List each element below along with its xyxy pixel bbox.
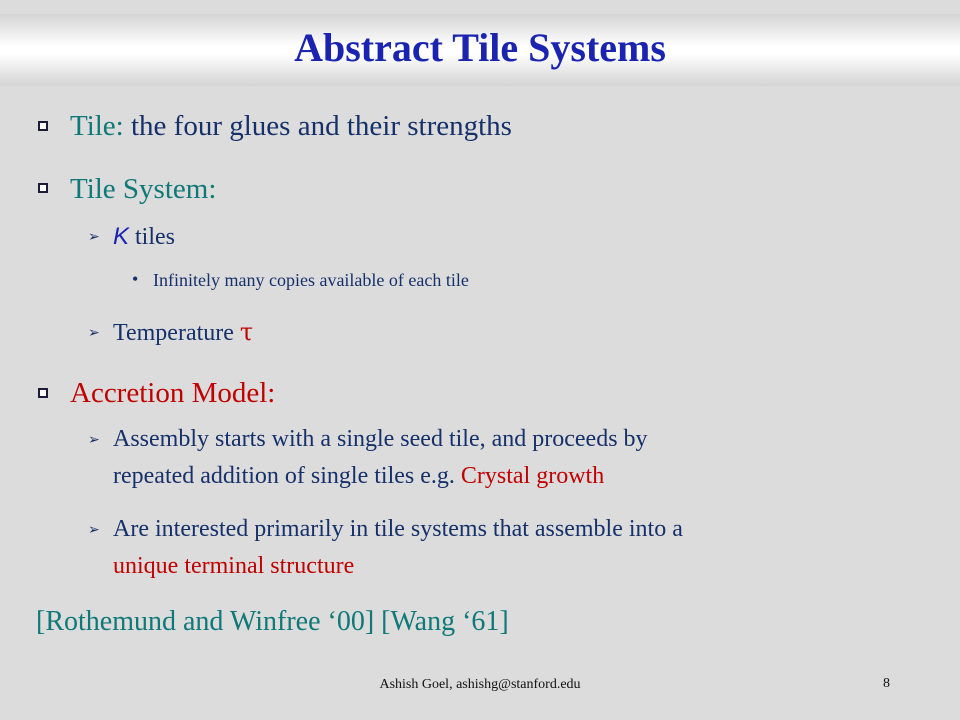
assembly-line-2-prefix: repeated addition of single tiles e.g. [113,463,455,489]
subbullet-assembly: Assembly starts with a single seed tile,… [113,421,903,495]
bullet-tile: Tile: the four glues and their strengths [70,108,512,144]
arrow-bullet-icon: ➢ [88,523,100,538]
square-bullet-icon [38,121,48,131]
crystal-growth-highlight: Crystal growth [460,463,605,489]
arrow-bullet-icon: ➢ [88,230,100,245]
slide-title: Abstract Tile Systems [294,25,666,70]
square-bullet-icon [38,183,48,193]
tile-text: the four glues and their strengths [131,110,512,142]
subbullet-temperature: Temperature τ [113,314,253,352]
assembly-line-1: Assembly starts with a single seed tile,… [113,426,648,452]
interest-line-1: Are interested primarily in tile systems… [113,516,683,542]
tau-symbol: τ [239,318,254,346]
subsubbullet-copies: Infinitely many copies available of each… [153,270,469,290]
page-number: 8 [883,676,890,691]
temperature-text: Temperature [113,320,234,346]
title-band [0,14,960,86]
square-bullet-icon [38,388,48,398]
tile-system-label: Tile System: [70,173,217,205]
bullet-accretion-model: Accretion Model: [70,377,276,409]
k-variable: K [113,223,130,250]
k-tiles-text: tiles [135,224,176,250]
tile-label: Tile: [70,110,124,142]
arrow-bullet-icon: ➢ [88,326,100,341]
footer-author: Ashish Goel, ashishg@stanford.edu [379,677,581,692]
subbullet-interest: Are interested primarily in tile systems… [113,511,903,585]
bullet-tile-system: Tile System: [70,171,216,207]
dot-bullet-icon: • [132,269,139,289]
arrow-bullet-icon: ➢ [88,433,100,448]
unique-terminal-structure-highlight: unique terminal structure [113,553,355,579]
subbullet-k-tiles: K tiles [113,218,175,256]
reference-citation: [Rothemund and Winfree ‘00] [Wang ‘61] [36,606,509,637]
assembly-line-2: repeated addition of single tiles e.g. C… [113,458,903,495]
